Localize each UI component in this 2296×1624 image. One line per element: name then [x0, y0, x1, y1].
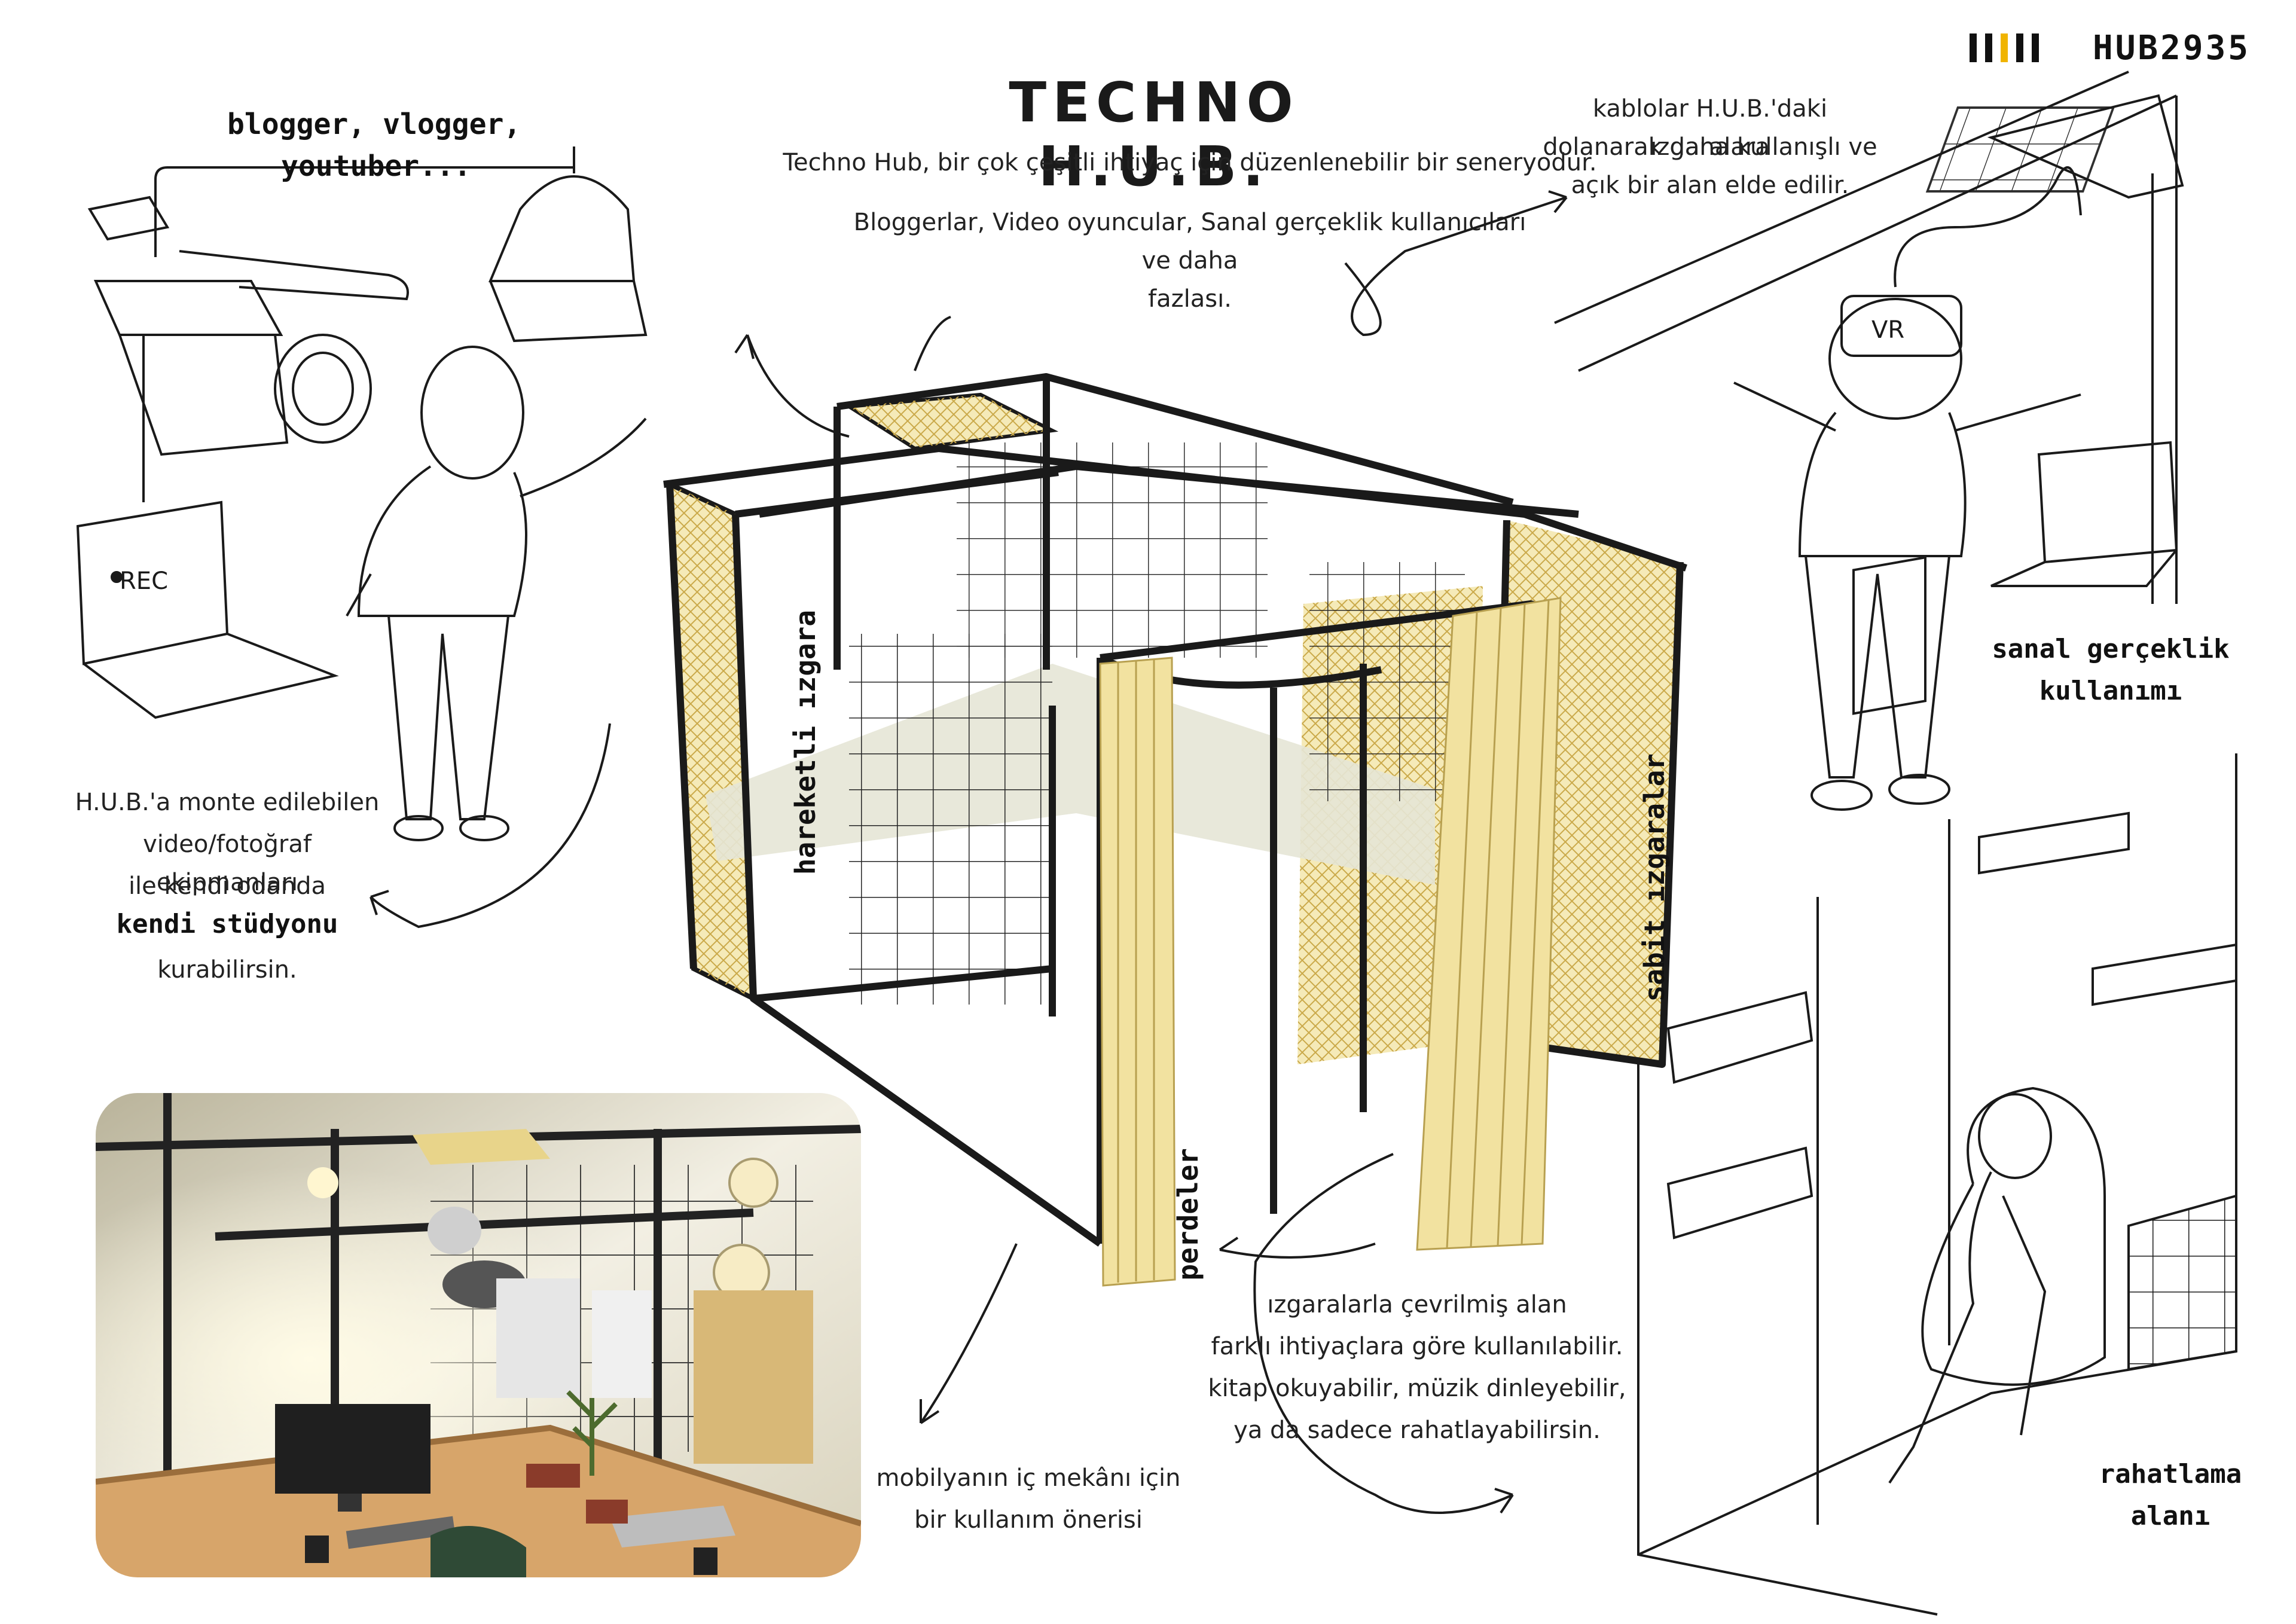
- furniture-line-1: mobilyanın iç mekânı için: [876, 1464, 1181, 1492]
- relax-label-1: rahatlama: [2099, 1459, 2242, 1489]
- laptop-rec-icon: [76, 500, 339, 719]
- interior-render-image: [96, 1093, 861, 1577]
- enclosed-line-2: farklı ihtiyaçlara göre kullanılabilir.: [1211, 1333, 1623, 1360]
- relax-label-2: alanı: [2130, 1501, 2210, 1531]
- fixed-grids-label: sabit ızgaralar: [1638, 753, 1671, 1002]
- studio-line-3: ile kendi odanda: [128, 872, 326, 900]
- curtain-right: [1416, 597, 1562, 1251]
- vr-use-label-2: kullanımı: [2039, 676, 2182, 706]
- laptop-right-icon: [1990, 441, 2178, 587]
- relax-room-icon: [1637, 753, 2237, 1616]
- cables-line-3: açık bir alan elde edilir.: [1571, 172, 1849, 199]
- intro-line-2: Bloggerlar, Video oyuncular, Sanal gerçe…: [853, 209, 1526, 236]
- studio-line-5: kurabilirsin.: [157, 956, 297, 984]
- studio-line-1: H.U.B.'a monte edilebilen: [75, 789, 380, 816]
- vr-person-icon: [1733, 166, 2082, 811]
- furniture-line-2: bir kullanım önerisi: [914, 1506, 1143, 1534]
- camera-icon: [87, 146, 575, 502]
- ceiling-grid-icon: [1554, 71, 2184, 604]
- arrow-connectors: [370, 190, 1568, 1514]
- blogger-label-2: youtuber...: [281, 149, 471, 183]
- interior-render-svg: [96, 1093, 861, 1577]
- cables-line-2: dolanarak daha kullanışlı ve: [1543, 133, 1877, 161]
- logo-bars-icon: [1970, 33, 2039, 62]
- enclosed-line-3: kitap okuyabilir, müzik dinleyebilir,: [1208, 1375, 1626, 1402]
- vr-label: VR: [1871, 316, 1904, 344]
- enclosed-line-4: ya da sadece rahatlayabilirsin.: [1234, 1417, 1601, 1444]
- curtains-label: perdeler: [1172, 1148, 1204, 1281]
- wall-shelves-icon: [1666, 555, 2237, 1240]
- movable-grid-label: hareketli ızgara: [789, 610, 822, 875]
- blogger-person-icon: [346, 346, 647, 841]
- page-title: TECHNO H.U.B.: [1009, 71, 1299, 199]
- hub-structure: [663, 373, 1687, 1287]
- enclosed-line-1: ızgaralarla çevrilmiş alan: [1267, 1291, 1567, 1318]
- cables-line-1: kablolar H.U.B.'daki ızgaralara: [1592, 95, 1828, 161]
- project-code: HUB2935: [2093, 29, 2251, 68]
- studio-line-4: kendi stüdyonu: [116, 909, 338, 939]
- intro-line-3: ve daha fazlası.: [1141, 247, 1238, 313]
- intro-line-1: Techno Hub, bir çok çeşitli ihtiyaç için…: [783, 149, 1597, 176]
- studio-line-2: video/fotoğraf ekipmanları: [143, 831, 312, 896]
- hanging-lamp-icon: [488, 146, 648, 343]
- curtain-left: [1099, 657, 1176, 1287]
- vr-use-label-1: sanal gerçeklik: [1992, 634, 2230, 664]
- blogger-label-1: blogger, vlogger,: [227, 108, 521, 141]
- logo: [1967, 29, 2045, 73]
- beanbag-person-icon: [1888, 1086, 2106, 1484]
- rec-label: REC: [120, 567, 168, 595]
